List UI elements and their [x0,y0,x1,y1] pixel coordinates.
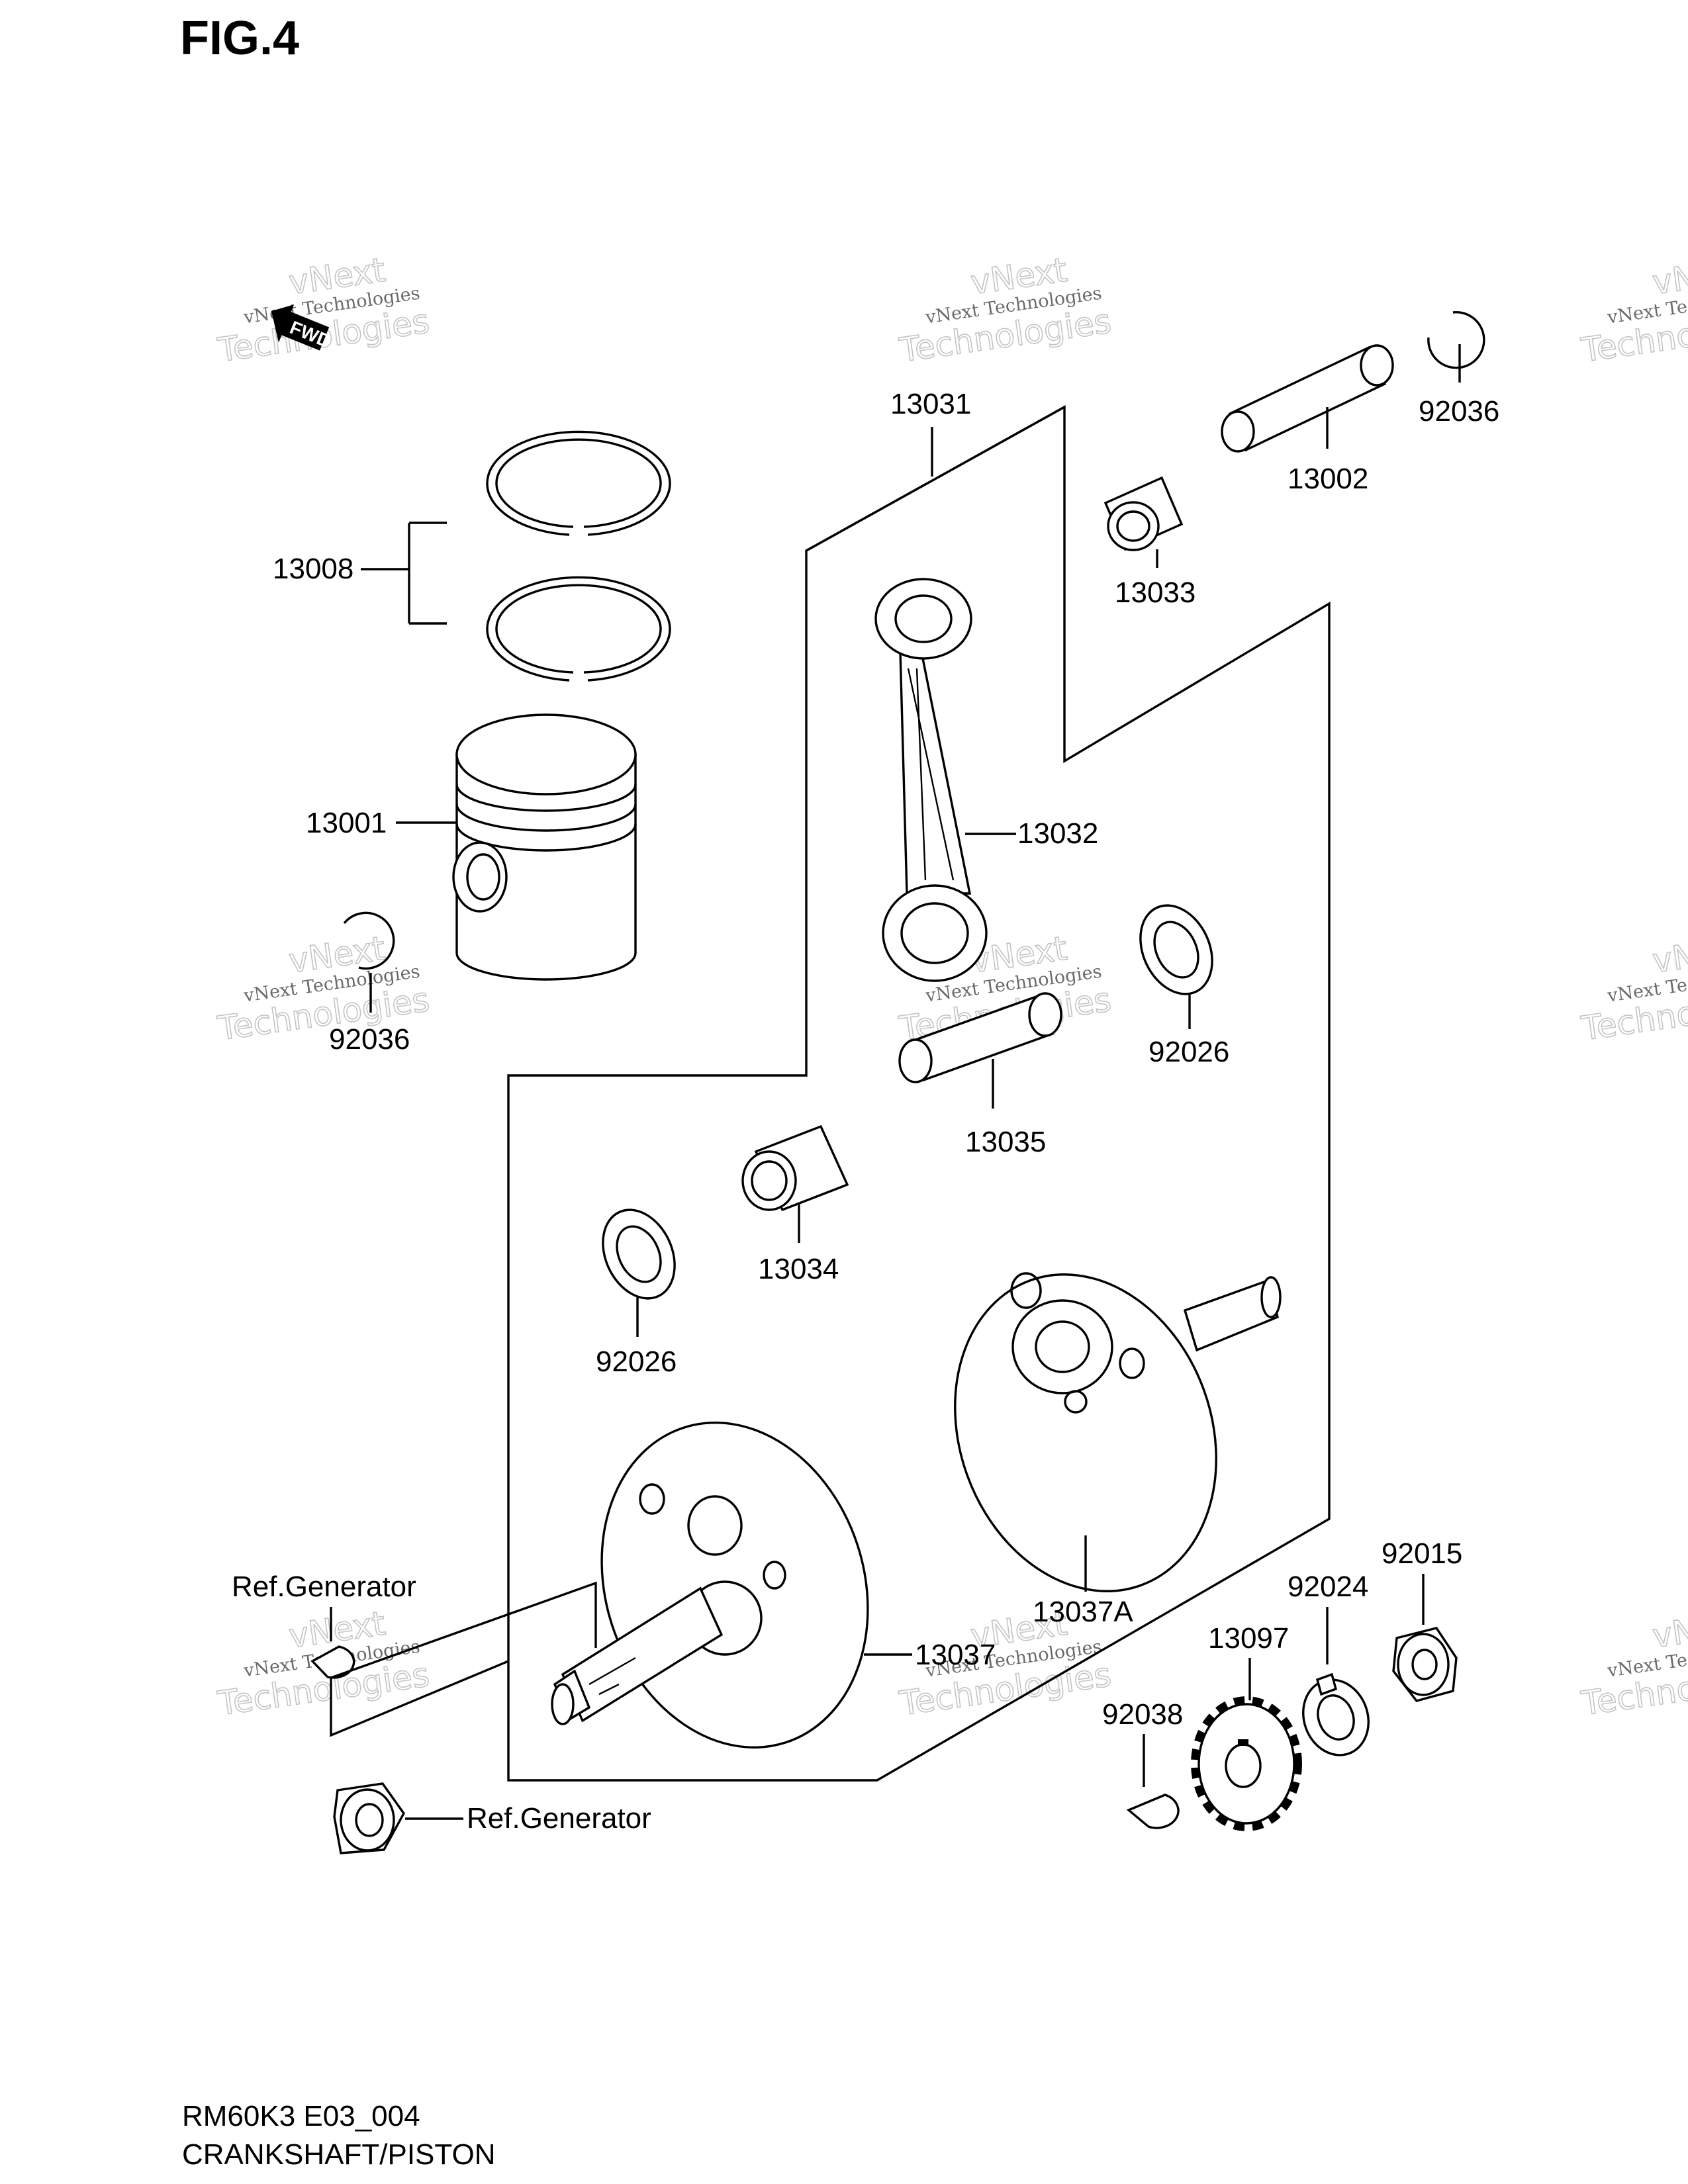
part-92015-label: 92015 [1382,1537,1462,1570]
part-13002-label: 13002 [1288,463,1368,495]
part-13035-label: 13035 [965,1126,1046,1158]
leader-13008 [361,522,447,625]
watermark: vNext Technologies vNext Technologies [1578,250,1688,370]
part-92036-right-label: 92036 [1419,395,1499,428]
leader-generator-bracket [330,1581,597,1737]
generator-nut [333,1782,406,1854]
watermark: vNext Technologies vNext Technologies [1578,1604,1688,1723]
part-92038-label: 92038 [1102,1698,1183,1731]
part-13032-label: 13032 [1017,817,1098,850]
model-code: RM60K3 E03_004 [182,2100,420,2132]
svg-text:vNext: vNext [1650,1604,1688,1656]
woodruff-key [1126,1794,1180,1829]
ref-generator-top-label: Ref.Generator [232,1570,416,1603]
crankshaft-nut [1392,1627,1458,1702]
primary-drive-gear [1191,1696,1302,1831]
part-92036-left-label: 92036 [329,1023,410,1056]
watermark: vNext Technologies vNext Technologies [214,929,432,1048]
circlip-left [343,911,395,970]
part-13037-label: 13037 [915,1639,996,1671]
piston-ring-upper [486,430,671,536]
part-92024-label: 92024 [1288,1570,1368,1603]
crank-pin [898,992,1062,1083]
part-13034-label: 13034 [758,1253,839,1285]
part-13033-label: 13033 [1115,576,1196,609]
piston-ring-lower [486,576,671,682]
connecting-rod [874,578,988,982]
part-13001-label: 13001 [306,807,387,839]
part-13097-label: 13097 [1208,1622,1289,1655]
crankshaft-half-left [551,1422,869,1749]
watermark: vNext Technologies vNext Technologies [214,250,432,370]
watermark: vNext Technologies vNext Technologies [1578,929,1688,1048]
piston-pin [1221,344,1394,453]
lock-washer [1302,1672,1370,1756]
part-13008-label: 13008 [273,553,353,585]
svg-text:vNext: vNext [1650,251,1688,302]
ref-generator-bottom-label: Ref.Generator [467,1802,651,1835]
circlip-right [1427,311,1485,369]
figure-title: FIG.4 [180,12,299,65]
needle-bearing-small [1103,476,1184,551]
connecting-rod-group-outline [806,406,1065,552]
thrust-washer-left [602,1208,676,1300]
svg-text:vNext: vNext [1650,929,1688,981]
watermark: vNext Technologies vNext Technologies [896,250,1114,370]
diagram-title: CRANKSHAFT/PISTON [182,2138,495,2171]
thrust-washer-right [1139,904,1213,995]
part-13031-label: 13031 [890,388,971,420]
part-92026-left-label: 92026 [596,1345,677,1378]
needle-bearing-big [741,1124,849,1212]
crankshaft-half-right [954,1272,1282,1592]
part-13037A-label: 13037A [1033,1596,1133,1628]
part-92026-right-label: 92026 [1149,1036,1229,1068]
crankshaft-assembly-outline [507,405,1331,1782]
piston [452,713,637,981]
